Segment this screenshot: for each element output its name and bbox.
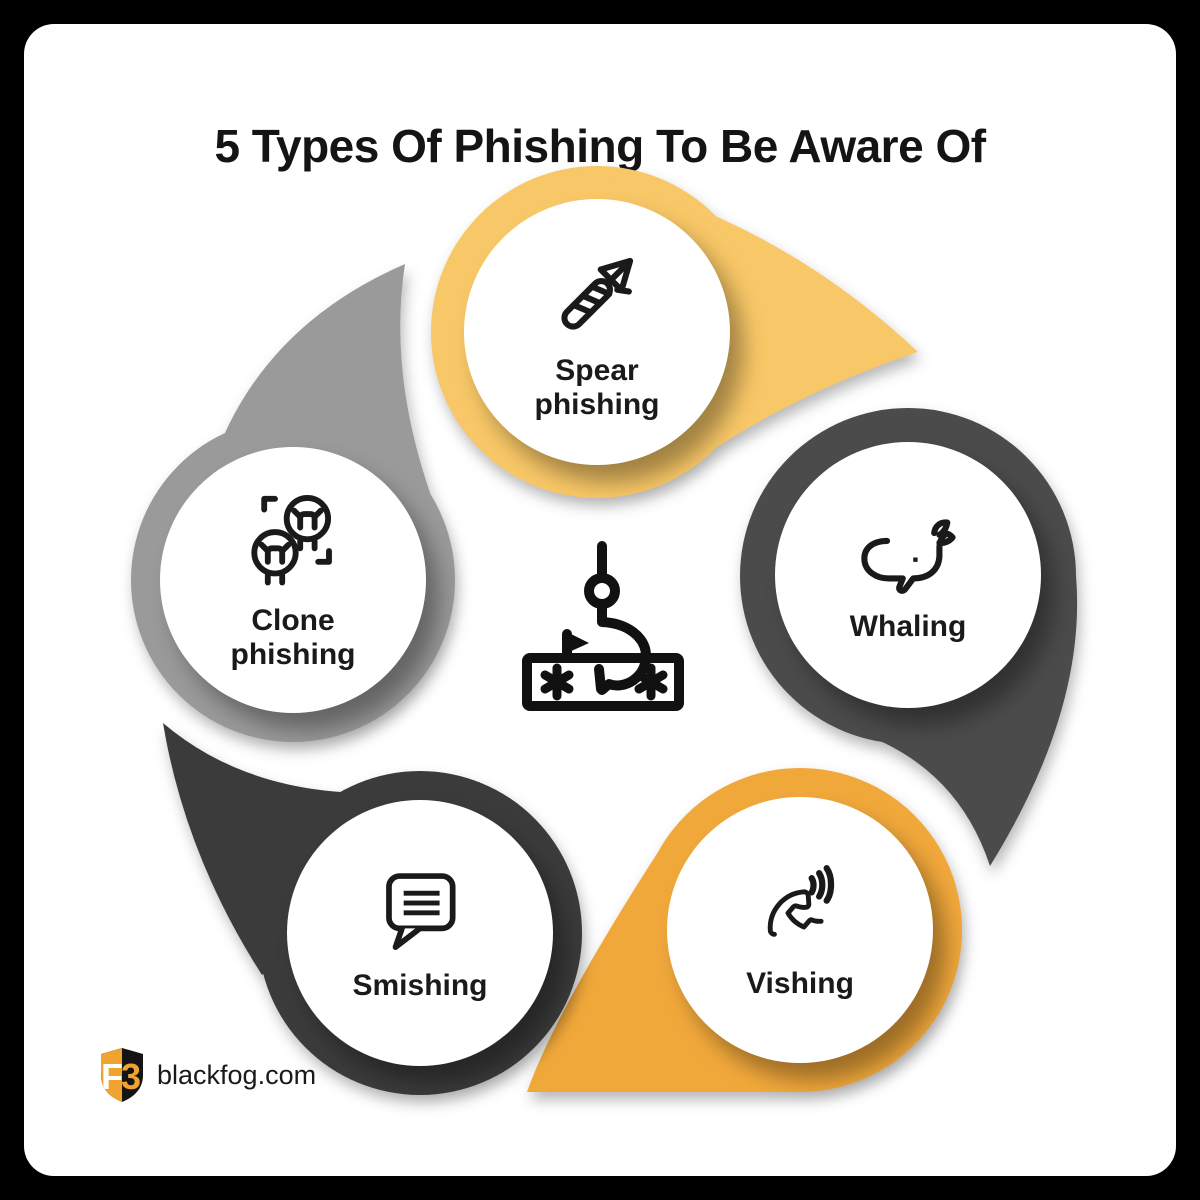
node-label: Clone phishing <box>230 604 356 671</box>
svg-text:F: F <box>101 1056 123 1097</box>
clone-bugs-icon <box>251 495 332 586</box>
node-label: Vishing <box>746 967 854 1001</box>
brand-domain: blackfog.com <box>157 1059 317 1090</box>
fishhook-password-icon <box>522 541 684 711</box>
node-label: Whaling <box>849 610 967 644</box>
phone-call-icon <box>767 865 835 937</box>
node-label: Smishing <box>352 969 488 1003</box>
node-label: Spear phishing <box>534 354 660 421</box>
brand-logo: F 3 blackfog.com <box>98 1046 316 1104</box>
whale-icon <box>861 519 956 594</box>
node-smishing: Smishing <box>287 800 553 1066</box>
blackfog-shield-icon: F 3 <box>101 1048 143 1102</box>
page-title: 5 Types Of Phishing To Be Aware Of <box>214 119 986 172</box>
node-spear-phishing: Spear phishing <box>464 199 730 465</box>
node-clone-phishing: Clone phishing <box>160 447 426 713</box>
node-whaling: Whaling <box>775 442 1041 708</box>
spear-icon <box>561 257 634 330</box>
svg-text:3: 3 <box>121 1056 141 1097</box>
sms-bubble-icon <box>386 873 456 951</box>
node-vishing: Vishing <box>667 797 933 1063</box>
